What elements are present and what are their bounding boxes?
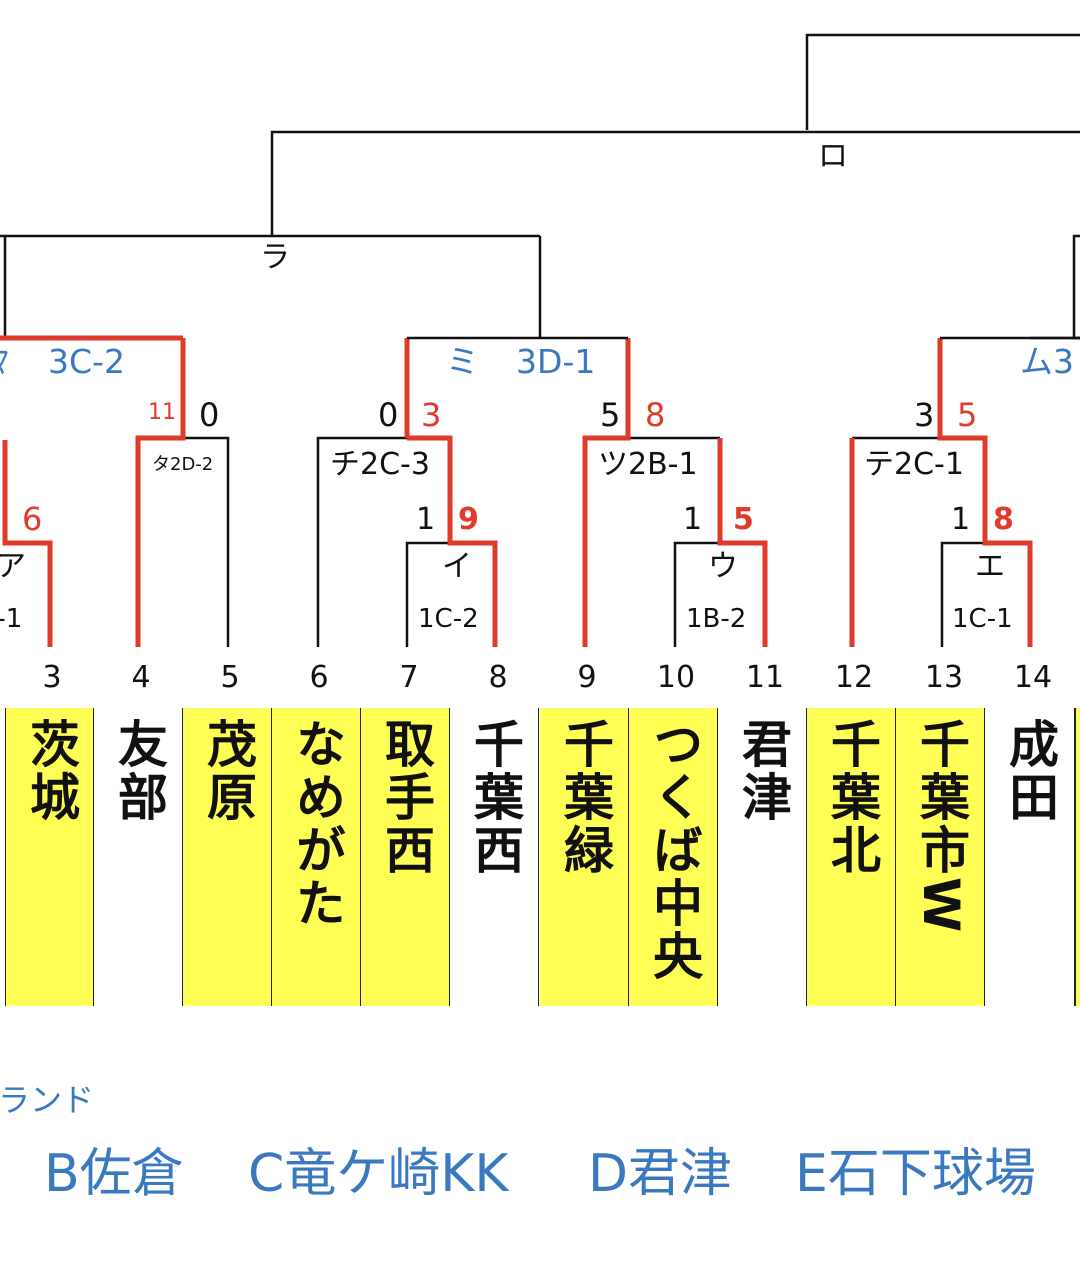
team-name: 友部	[110, 718, 168, 824]
bracket-lines	[0, 33, 1080, 647]
final-line	[805, 33, 1080, 130]
i-left-line	[405, 541, 450, 647]
team-number: 8	[488, 660, 508, 695]
score-te-left: 3	[914, 396, 935, 434]
score-i-right: 9	[458, 502, 479, 537]
team-name: 千葉市W	[912, 718, 970, 936]
match-label-a: ア	[0, 549, 26, 584]
team-cell: 茂原	[183, 708, 272, 1006]
score-e-right: 8	[993, 502, 1014, 537]
venue-b: B佐倉	[44, 1144, 184, 1204]
team-cell: 友部	[94, 708, 183, 1006]
team-cell: 取手西	[361, 708, 450, 1006]
round2-label-ma: ﾏ	[0, 342, 9, 381]
score-tsu-right: 8	[645, 396, 666, 434]
team-name: 君津	[734, 718, 792, 824]
match-code-u: 1B-2	[686, 604, 747, 634]
ta-right-line	[183, 436, 230, 647]
team-cell-partial	[1075, 708, 1080, 1006]
team-name: 成田	[1001, 718, 1059, 824]
team-name: つくば中央	[645, 718, 703, 983]
match-label-i: イ	[442, 549, 472, 584]
score-u-left: 1	[683, 502, 703, 537]
team-cell: 茨城	[5, 708, 94, 1006]
venue-d: D君津	[588, 1144, 733, 1204]
team-number: 10	[656, 660, 696, 695]
round2-code-ma: 3C-2	[48, 342, 125, 381]
score-ta-left: 11	[148, 400, 176, 425]
match-code-e: 1C-1	[952, 604, 1013, 634]
match-label-ta: タ2D-2	[152, 454, 214, 475]
final-label: ロ	[818, 139, 848, 174]
semi-connector	[270, 130, 1080, 236]
score-chi-left: 0	[378, 396, 399, 434]
score-ta-right: 0	[199, 396, 220, 434]
team-name: 茨城	[22, 718, 80, 824]
team-cell: 千葉市W	[896, 708, 985, 1006]
team-number: 6	[309, 660, 329, 695]
team-name: 千葉西	[466, 718, 524, 877]
team-cell: 千葉北	[807, 708, 896, 1006]
team-cell: 君津	[718, 708, 807, 1006]
team-number: 11	[745, 660, 785, 695]
score-e-left: 1	[951, 502, 971, 537]
score-i-left: 1	[416, 502, 436, 537]
semi-left-line	[0, 234, 7, 340]
score-chi-right: 3	[421, 396, 442, 434]
tsu-winner-line	[582, 338, 631, 647]
chi-left-line	[316, 436, 407, 647]
round2-label-mi: ミ	[446, 342, 479, 381]
round2-code-mi: 3D-1	[516, 342, 596, 381]
team-name: なめがた	[288, 718, 346, 930]
team-cell: 千葉西	[450, 708, 539, 1006]
semi-label: ラ	[260, 240, 290, 275]
match-label-te: テ2C-1	[864, 447, 964, 482]
score-tsu-left: 5	[600, 396, 621, 434]
match-label-tsu: ツ2B-1	[598, 447, 698, 482]
venue-c: C竜ケ崎KK	[248, 1144, 509, 1204]
team-number: 7	[399, 660, 419, 695]
e-left-line	[940, 541, 985, 647]
i-winner-line	[407, 435, 498, 647]
a-winner-line	[2, 440, 53, 647]
team-cell: つくば中央	[629, 708, 718, 1006]
team-number: 12	[834, 660, 874, 695]
team-number: 3	[42, 660, 62, 695]
u-winner-line	[717, 438, 768, 647]
score-a-right: 6	[22, 500, 43, 538]
venue-e: E石下球場	[795, 1144, 1036, 1204]
team-number: 5	[220, 660, 240, 695]
u-left-line	[673, 541, 720, 647]
team-cell: 千葉緑	[540, 708, 629, 1006]
team-number: 13	[924, 660, 964, 695]
round2-label-mu: ム3	[1020, 342, 1074, 381]
team-cell: 成田	[985, 708, 1075, 1006]
team-name: 千葉緑	[556, 718, 614, 877]
team-name: 取手西	[377, 718, 435, 877]
right-semi-line	[1072, 234, 1080, 340]
match-label-u: ウ	[708, 549, 738, 584]
ta-winner-line	[135, 338, 186, 647]
team-number: 14	[1013, 660, 1053, 695]
match-code-i: 1C-2	[418, 604, 479, 634]
score-u-right: 5	[733, 502, 754, 537]
match-label-chi: チ2C-3	[330, 447, 430, 482]
team-number: 9	[577, 660, 597, 695]
grounds-heading: ランド	[0, 1081, 95, 1119]
te-winner-line	[937, 338, 1033, 647]
score-te-right: 5	[957, 396, 978, 434]
team-number: 4	[131, 660, 151, 695]
team-name: 茂原	[199, 718, 257, 824]
team-name: 千葉北	[823, 718, 881, 877]
team-cell: なめがた	[272, 708, 361, 1006]
match-code-a: E-1	[0, 604, 23, 634]
match-label-e: エ	[975, 549, 1005, 584]
